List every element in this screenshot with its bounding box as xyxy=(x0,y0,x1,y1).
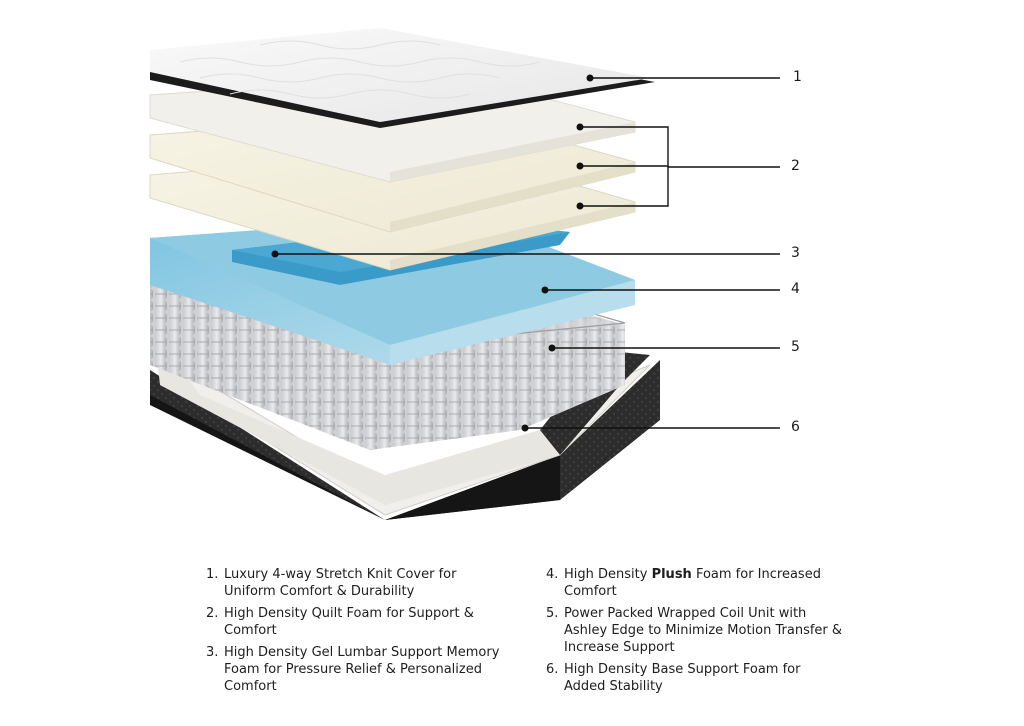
legend-item-number: 2. xyxy=(206,606,219,621)
legend-item-text: High Density Quilt Foam for Support & Co… xyxy=(224,606,474,638)
legend-right-column: 4. High Density Plush Foam for Increased… xyxy=(546,566,846,700)
legend-item-number: 4. xyxy=(546,567,559,582)
callout-number: 4 xyxy=(791,281,800,297)
legend-item-text: Luxury 4-way Stretch Knit Cover for Unif… xyxy=(224,567,457,599)
leader-dots xyxy=(271,74,594,432)
legend-item: 5. Power Packed Wrapped Coil Unit with A… xyxy=(546,605,846,656)
legend-item: 4. High Density Plush Foam for Increased… xyxy=(546,566,846,600)
quilt-foam-layers xyxy=(149,73,636,271)
legend-text-part: Foam for Increased Comfort xyxy=(564,567,821,599)
callout-number: 1 xyxy=(793,69,802,85)
legend-item-number: 6. xyxy=(546,662,559,677)
legend-item-number: 3. xyxy=(206,645,219,660)
legend-item-text: High Density Base Support Foam for Added… xyxy=(564,662,801,694)
legend-item-text: Power Packed Wrapped Coil Unit with Ashl… xyxy=(564,606,843,655)
stretch-knit-cover-layer xyxy=(150,28,655,128)
legend-item: 2. High Density Quilt Foam for Support &… xyxy=(206,605,506,639)
legend-item: 1. Luxury 4-way Stretch Knit Cover for U… xyxy=(206,566,506,600)
mattress-layer-diagram xyxy=(149,28,780,520)
legend-item-text: High Density Gel Lumbar Support Memory F… xyxy=(224,645,500,694)
callout-number: 6 xyxy=(791,419,800,435)
callout-number: 3 xyxy=(791,245,800,261)
legend-item: 3. High Density Gel Lumbar Support Memor… xyxy=(206,644,506,695)
legend-item-text: High Density Plush Foam for Increased Co… xyxy=(564,566,846,600)
callout-number: 5 xyxy=(791,339,800,355)
legend-left-column: 1. Luxury 4-way Stretch Knit Cover for U… xyxy=(206,566,506,700)
legend-text-part: High Density xyxy=(564,567,652,582)
legend-item-number: 1. xyxy=(206,567,219,582)
legend-item-number: 5. xyxy=(546,606,559,621)
legend-item: 6. High Density Base Support Foam for Ad… xyxy=(546,661,846,695)
callout-number: 2 xyxy=(791,158,800,174)
leader-lines xyxy=(275,77,780,429)
legend-text-bold: Plush xyxy=(651,567,692,582)
